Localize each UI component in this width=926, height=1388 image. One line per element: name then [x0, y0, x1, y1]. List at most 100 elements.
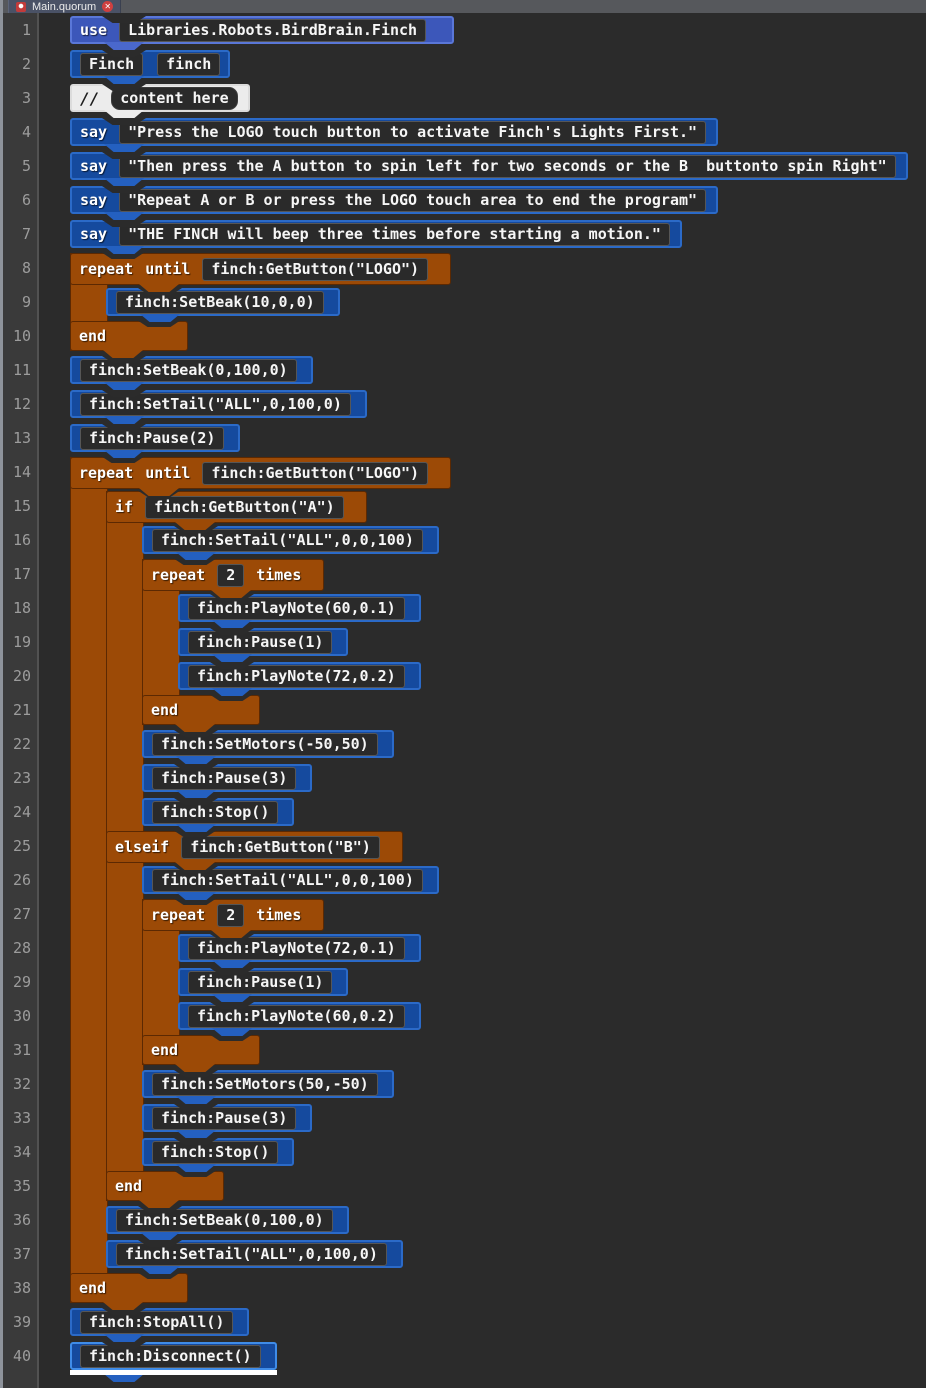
comment-slashes-icon: //	[80, 88, 100, 108]
keyword-label: end	[151, 701, 179, 719]
statement-block[interactable]: finch:Pause(3)	[142, 764, 313, 792]
statement-block[interactable]: finch:Stop()	[142, 1138, 295, 1166]
statement-block[interactable]: finch:SetBeak(0,100,0)	[70, 356, 313, 384]
tab-title: Main.quorum	[32, 0, 97, 13]
keyword-label: end	[79, 327, 107, 345]
keyword-label: say	[80, 225, 108, 243]
line-number: 13	[12, 429, 31, 447]
line-number: 7	[21, 225, 31, 243]
statement-block[interactable]: finch:SetTail("ALL",0,0,100)	[142, 866, 439, 894]
comment-block[interactable]: //content here	[70, 84, 250, 112]
statement-block[interactable]: finch:SetTail("ALL",0,100,0)	[106, 1240, 403, 1268]
line-number: 40	[12, 1347, 31, 1365]
line-number: 23	[12, 769, 31, 787]
statement-block[interactable]: finch:SetBeak(0,100,0)	[106, 1206, 349, 1234]
line-number: 9	[21, 293, 31, 311]
line-number: 5	[21, 157, 31, 175]
line-number: 39	[12, 1313, 31, 1331]
value-chip: 2	[217, 903, 245, 927]
statement-block[interactable]: finch:Pause(1)	[178, 968, 349, 996]
statement-block[interactable]: finch:PlayNote(72,0.2)	[178, 662, 421, 690]
value-chip: finch:SetTail("ALL",0,0,100)	[152, 528, 423, 552]
statement-block[interactable]: finch:SetBeak(10,0,0)	[106, 288, 340, 316]
end-block[interactable]: end	[142, 695, 260, 725]
keyword-label: times	[256, 906, 302, 924]
editor-tab[interactable]: Main.quorum ✕	[8, 0, 122, 13]
statement-block[interactable]: finch:PlayNote(60,0.2)	[178, 1002, 421, 1030]
tab-bar: Main.quorum ✕	[3, 0, 926, 13]
value-chip: finch	[157, 52, 221, 76]
value-chip: finch:Pause(1)	[188, 970, 333, 994]
statement-block[interactable]: finch:Stop()	[142, 798, 295, 826]
statement-block[interactable]: finch:SetMotors(-50,50)	[142, 730, 394, 758]
line-number: 38	[12, 1279, 31, 1297]
statement-block[interactable]: finch:PlayNote(60,0.1)	[178, 594, 421, 622]
keyword-label: repeat	[79, 260, 134, 278]
say-block[interactable]: say"Then press the A button to spin left…	[70, 152, 908, 180]
value-chip: finch:Pause(3)	[152, 766, 297, 790]
statement-block[interactable]: finch:StopAll()	[70, 1308, 250, 1336]
line-number: 29	[12, 973, 31, 991]
line-number: 26	[12, 871, 31, 889]
value-chip: finch:SetBeak(10,0,0)	[116, 290, 324, 314]
statement-block[interactable]: finch:PlayNote(72,0.1)	[178, 934, 421, 962]
variable-declaration-block[interactable]: Finch finch	[70, 50, 231, 78]
value-chip: finch:Disconnect()	[80, 1344, 261, 1368]
value-chip: finch:Pause(2)	[80, 426, 225, 450]
line-number: 14	[12, 463, 31, 481]
end-block[interactable]: end	[106, 1171, 224, 1201]
value-chip: finch:SetMotors(-50,50)	[152, 732, 378, 756]
statement-block[interactable]: finch:Pause(3)	[142, 1104, 313, 1132]
line-number: 36	[12, 1211, 31, 1229]
end-block[interactable]: end	[70, 321, 188, 351]
control-block-spine	[70, 457, 108, 1303]
keyword-label: say	[80, 191, 108, 209]
value-chip: finch:Pause(1)	[188, 630, 333, 654]
keyword-label: use	[80, 21, 108, 39]
statement-block[interactable]: finch:SetMotors(50,-50)	[142, 1070, 394, 1098]
say-block[interactable]: say"Repeat A or B or press the LOGO touc…	[70, 186, 719, 214]
line-number: 34	[12, 1143, 31, 1161]
line-number: 25	[12, 837, 31, 855]
value-chip: finch:SetTail("ALL",0,0,100)	[152, 868, 423, 892]
say-block[interactable]: say "Press the LOGO touch button to activ…	[70, 118, 719, 146]
line-number: 11	[12, 361, 31, 379]
value-chip: finch:SetBeak(0,100,0)	[80, 358, 297, 382]
tab-close-icon[interactable]: ✕	[102, 1, 114, 12]
keyword-label: say	[80, 123, 108, 141]
line-number: 19	[12, 633, 31, 651]
statement-block[interactable]: finch:Disconnect()	[70, 1342, 277, 1375]
line-number: 31	[12, 1041, 31, 1059]
value-chip: "Then press the A button to spin left fo…	[119, 154, 896, 178]
line-number: 30	[12, 1007, 31, 1025]
statement-block[interactable]: finch:SetTail("ALL",0,100,0)	[70, 390, 367, 418]
keyword-label: times	[256, 566, 302, 584]
say-block[interactable]: say"THE FINCH will beep three times befo…	[70, 220, 682, 248]
line-number: 21	[12, 701, 31, 719]
value-chip: "Press the LOGO touch button to activate…	[119, 120, 707, 144]
statement-block[interactable]: finch:Pause(1)	[178, 628, 349, 656]
end-block[interactable]: end	[142, 1035, 260, 1065]
line-number: 1	[21, 21, 31, 39]
statement-block[interactable]: finch:SetTail("ALL",0,0,100)	[142, 526, 439, 554]
line-number: 6	[21, 191, 31, 209]
end-block[interactable]: end	[70, 1273, 188, 1303]
statement-block[interactable]: finch:Pause(2)	[70, 424, 241, 452]
value-chip: finch:Stop()	[152, 1140, 279, 1164]
keyword-label: end	[115, 1177, 143, 1195]
line-number: 3	[21, 89, 31, 107]
line-number: 12	[12, 395, 31, 413]
line-number: 33	[12, 1109, 31, 1127]
value-chip: finch:PlayNote(60,0.2)	[188, 1004, 405, 1028]
line-number: 24	[12, 803, 31, 821]
value-chip: Finch	[80, 52, 144, 76]
selection-underline	[70, 1370, 277, 1375]
line-number: 8	[21, 259, 31, 277]
